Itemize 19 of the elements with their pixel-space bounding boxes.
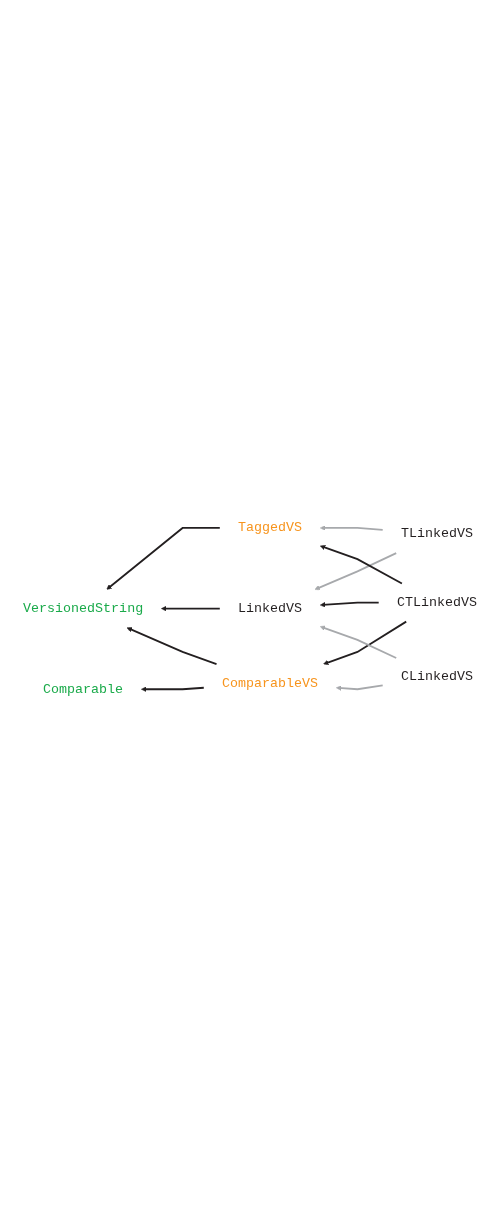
node-text: LinkedVS	[237, 600, 303, 617]
node-text: VersionedString	[23, 600, 144, 617]
arrow	[320, 544, 403, 585]
node-text: CTLinkedVS	[396, 594, 477, 611]
node-text: TaggedVS	[237, 520, 303, 536]
arrow	[126, 627, 218, 665]
node-text: CLinkedVS	[400, 669, 473, 685]
arrow	[323, 620, 408, 665]
arrow	[141, 686, 205, 692]
arrow	[161, 605, 221, 612]
arrow	[314, 552, 398, 590]
node-text: Comparable	[43, 681, 124, 697]
arrow	[320, 525, 384, 531]
arrow	[106, 526, 221, 590]
arrow	[336, 684, 384, 691]
node-text: ComparableVS	[221, 675, 319, 691]
node-text: TLinkedVS	[400, 526, 473, 542]
arrow	[320, 601, 380, 608]
arrow	[320, 625, 398, 659]
